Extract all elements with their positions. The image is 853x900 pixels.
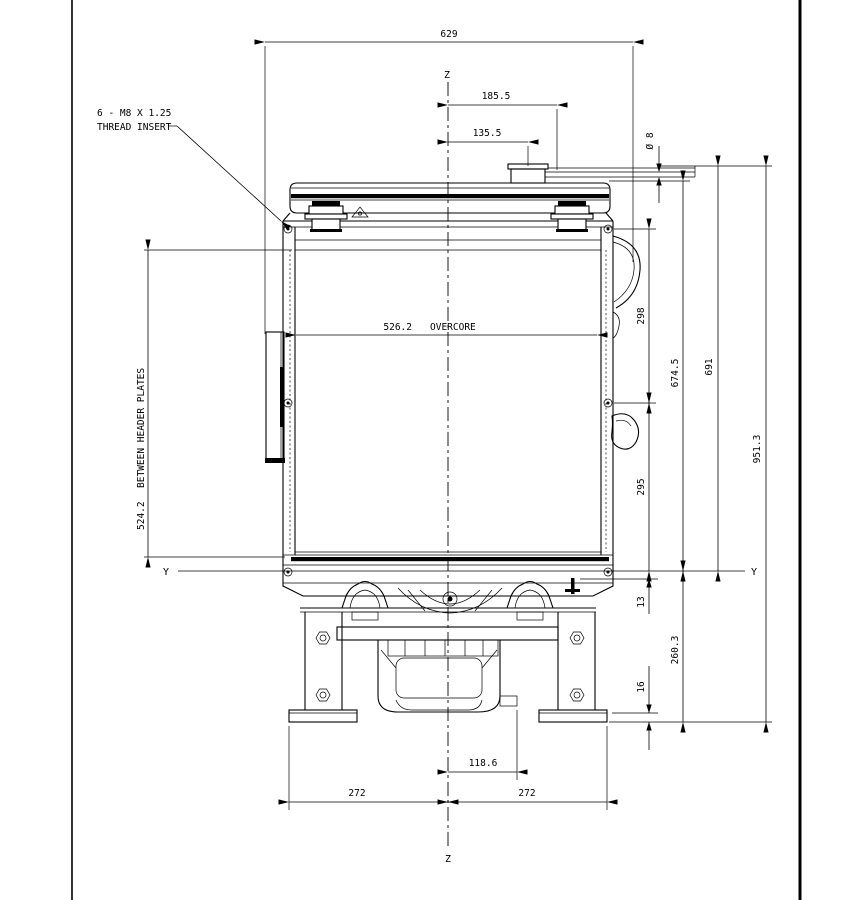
fan-scroll (397, 587, 503, 614)
dim-bhp-text: BETWEEN HEADER PLATES (136, 368, 147, 488)
dim-offset-13: 13 (636, 579, 652, 614)
dim-overcore: 526.2 OVERCORE (285, 322, 608, 338)
dimensions: 629 185.5 135.5 Ø 8 526.2 OVERCORE (136, 29, 772, 810)
core (295, 239, 601, 553)
dim-offset-inner: 135.5 (437, 128, 539, 166)
right-lower-bracket (611, 413, 640, 450)
dim-260-label: 260.3 (670, 636, 681, 665)
note-line2: THREAD INSERT (97, 122, 172, 133)
cross-beam (336, 626, 559, 641)
dim-mount-lower: 295 (636, 392, 652, 582)
dim-mount-upper: 298 (636, 218, 652, 414)
axes: Z Z Y Y (163, 70, 757, 865)
mount-rails (300, 607, 596, 613)
dim-height-overall: 951.3 (752, 155, 769, 733)
foot-right (538, 612, 608, 723)
y-axis-label-right: Y (751, 567, 757, 578)
tank-seam-band-bottom (291, 557, 609, 562)
dim-bhp-value: 524.2 (136, 501, 147, 530)
overflow-tube (507, 163, 696, 184)
dim-height-tube: 691 (704, 155, 721, 582)
dim-height-tank: 674.5 (670, 170, 686, 582)
dim-overcore-value: 526.2 (383, 322, 412, 333)
dim-pad-16: 16 (636, 666, 652, 750)
left-bracket-plate (265, 331, 285, 463)
dim-13-label: 13 (636, 596, 647, 607)
thread-insert-note: 6 - M8 X 1.25 THREAD INSERT (97, 108, 291, 231)
dim-overcore-text: OVERCORE (430, 322, 476, 333)
dim-674-label: 674.5 (670, 359, 681, 388)
dim-between-header-plates: 524.2 BETWEEN HEADER PLATES (136, 239, 292, 568)
dim-offset-outer: 185.5 (437, 91, 568, 170)
sheet-border (71, 0, 802, 900)
dim-tube-dia: Ø 8 (645, 132, 662, 203)
dim-691-label: 691 (704, 358, 715, 375)
dim-foot-spacing: 272 272 (278, 726, 618, 810)
top-tank (289, 182, 611, 214)
tank-seam-band (291, 194, 609, 199)
dim-272-left-label: 272 (348, 788, 365, 799)
motor-tab (499, 695, 518, 707)
dim-height-lower: 260.3 (670, 560, 686, 733)
dim-dia8-label: Ø 8 (645, 132, 656, 149)
right-hose (612, 235, 641, 339)
dim-drain-offset: 118.6 (437, 710, 528, 780)
note-leader-line (176, 125, 291, 231)
dim-951-label: 951.3 (752, 435, 763, 464)
saddle-mount-left (341, 580, 389, 621)
dim-overall-width: 629 (254, 29, 644, 334)
dim-295-label: 295 (636, 478, 647, 495)
note-line1: 6 - M8 X 1.25 (97, 108, 171, 119)
radiator-assembly (265, 163, 696, 723)
right-extension-lines (580, 165, 772, 723)
drain-stud (565, 578, 580, 594)
dim-185-label: 185.5 (482, 91, 511, 102)
foot-left (288, 612, 358, 723)
y-axis-label-left: Y (163, 567, 169, 578)
mount-cap-right (550, 201, 594, 232)
dim-118-label: 118.6 (469, 758, 498, 769)
vent-symbol (351, 206, 369, 218)
z-axis-label-top: Z (444, 70, 450, 81)
dim-16-label: 16 (636, 681, 647, 693)
dim-298-label: 298 (636, 307, 647, 324)
bottom-tank (282, 554, 614, 597)
tube-neck (510, 168, 546, 184)
dim-135-label: 135.5 (473, 128, 502, 139)
motor-housing (377, 639, 518, 713)
dim-272-right-label: 272 (518, 788, 535, 799)
saddle-mount-right (506, 580, 554, 621)
z-axis-label-bottom: Z (445, 854, 451, 865)
dim-629-label: 629 (440, 29, 457, 40)
mount-cap-left (304, 201, 348, 232)
